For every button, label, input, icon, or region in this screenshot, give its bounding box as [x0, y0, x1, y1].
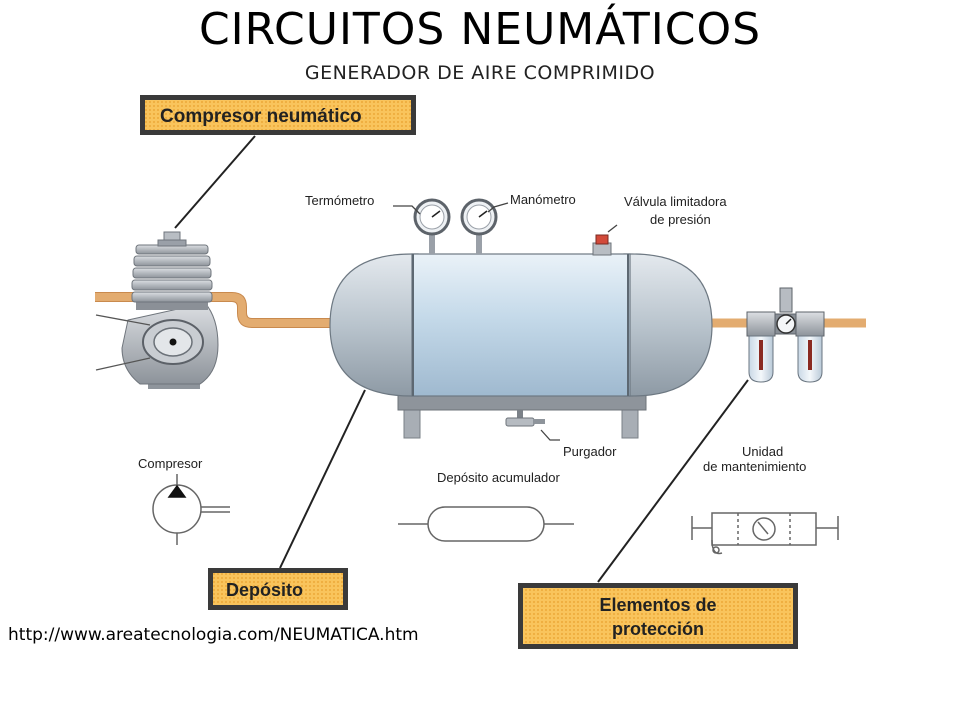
- label-leader-lines: [393, 202, 618, 441]
- air-compressor: [95, 231, 219, 389]
- label-deposito-acumulador: Depósito acumulador: [437, 470, 561, 485]
- callout-elementos-proteccion: Elementos de protección: [518, 583, 798, 649]
- compressor-symbol: [152, 474, 230, 545]
- callout-pointer-lines: [174, 135, 749, 583]
- page-title: CIRCUITOS NEUMÁTICOS: [198, 4, 762, 55]
- maintenance-unit: [746, 287, 825, 383]
- label-valvula-line1: Válvula limitadora: [624, 194, 727, 209]
- source-url: http://www.areatecnologia.com/NEUMATICA.…: [8, 625, 419, 645]
- storage-tank: [329, 234, 713, 439]
- label-manometro: Manómetro: [510, 192, 576, 207]
- label-purgador: Purgador: [563, 444, 617, 459]
- callout-compresor-text: Compresor neumático: [160, 106, 362, 127]
- page-subtitle: GENERADOR DE AIRE COMPRIMIDO: [304, 62, 656, 84]
- label-valvula-line2: de presión: [650, 212, 711, 227]
- tank-symbol: [398, 506, 574, 542]
- label-unidad-line2: de mantenimiento: [703, 459, 806, 474]
- air-pipe-outline: [95, 292, 345, 328]
- callout-deposito: Depósito: [208, 568, 348, 610]
- maintenance-unit-symbol: [691, 512, 839, 555]
- label-termometro: Termómetro: [305, 193, 374, 208]
- callout-elementos-line1: Elementos de: [599, 595, 716, 615]
- label-unidad-line1: Unidad: [742, 444, 783, 459]
- callout-compresor-neumatico: Compresor neumático: [140, 95, 416, 135]
- callout-elementos-line2: protección: [612, 619, 704, 639]
- pressure-gauge: [460, 198, 498, 254]
- callout-deposito-text: Depósito: [226, 580, 303, 600]
- label-compresor-symbol: Compresor: [138, 456, 203, 471]
- thermometer-gauge: [413, 198, 451, 254]
